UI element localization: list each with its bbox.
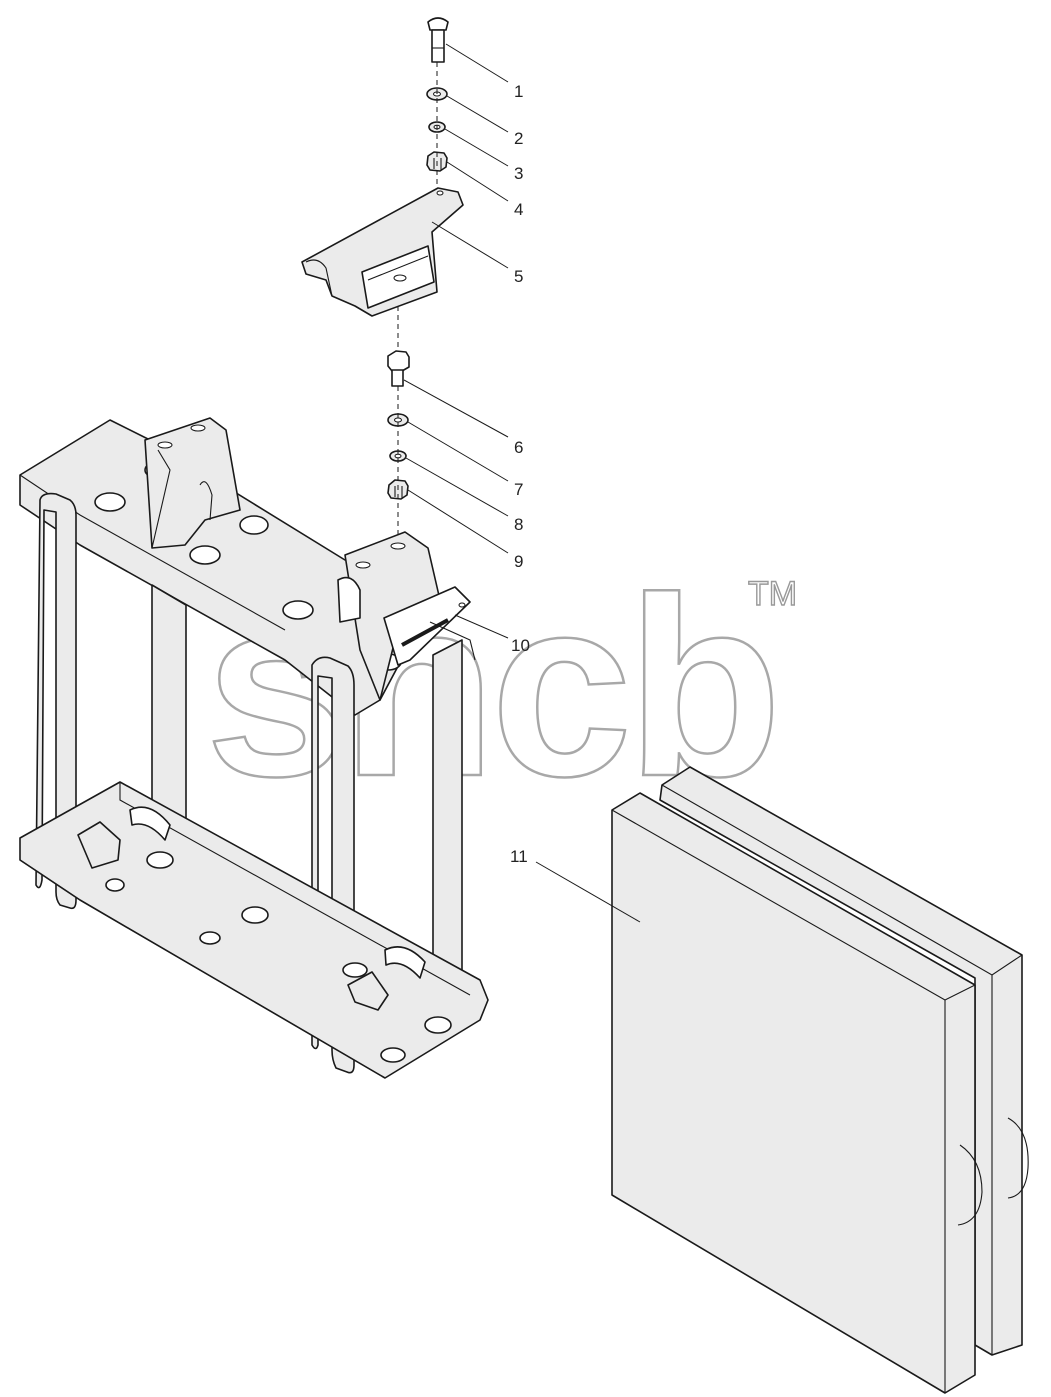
part-1-bolt xyxy=(427,17,449,63)
part-10-nameplate xyxy=(383,586,471,666)
callout-9: 9 xyxy=(514,552,523,571)
callout-3: 3 xyxy=(514,164,523,183)
callout-10: 10 xyxy=(511,636,530,655)
callout-4: 4 xyxy=(514,200,523,219)
battery-frame xyxy=(19,417,489,1079)
part-5-top-bracket xyxy=(301,187,464,317)
watermark-trademark: TM xyxy=(748,575,797,613)
callout-7: 7 xyxy=(514,480,523,499)
callout-8: 8 xyxy=(514,515,523,534)
callout-11: 11 xyxy=(510,847,528,866)
leader-lines xyxy=(403,43,641,923)
part-11-batteries xyxy=(611,766,1029,1394)
callout-1: 1 xyxy=(514,82,523,101)
callout-labels: 1 2 3 4 5 6 7 8 9 10 11 xyxy=(510,82,530,866)
callout-6: 6 xyxy=(514,438,523,457)
part-6-bolt xyxy=(387,350,410,387)
callout-5: 5 xyxy=(514,267,523,286)
callout-2: 2 xyxy=(514,129,523,148)
